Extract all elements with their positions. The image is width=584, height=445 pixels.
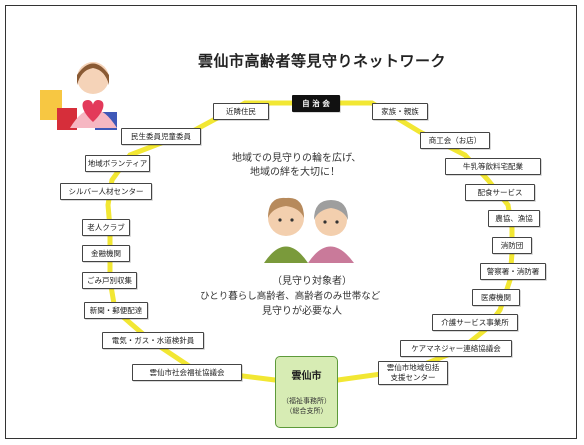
city-welfare-office: （福祉事務所） [282, 397, 331, 405]
node-newspaper-mail-delivery: 新聞・郵便配達 [84, 302, 148, 319]
node-fire-brigade: 消防団 [492, 237, 532, 254]
neighborhood-association-badge: 自 治 会 [292, 95, 340, 112]
node-local-volunteers: 地域ボランティア [85, 155, 150, 172]
target-heading: （見守り対象者） [272, 276, 352, 287]
message-line-2: 地域の絆を大切に！ [250, 167, 340, 178]
node-family: 家族・親族 [372, 103, 428, 120]
city-branch-office: （総合支所） [285, 407, 328, 415]
node-care-service-providers: 介護サービス事業所 [432, 314, 518, 331]
node-garbage-collection: ごみ戸別収集 [82, 272, 137, 289]
city-name: 雲仙市 [291, 371, 322, 382]
page-title: 雲仙市高齢者等見守りネットワーク [198, 52, 447, 70]
node-seniors-club: 老人クラブ [82, 219, 130, 236]
node-chamber-of-commerce: 商工会（お店） [420, 132, 490, 149]
target-line-1: ひとり暮らし高齢者、高齢者のみ世帯など [200, 291, 381, 302]
node-care-manager-council: ケアマネジャー連絡協議会 [400, 340, 512, 357]
caregiver-heart-illustration-icon [40, 62, 117, 130]
node-welfare-commissioners: 民生委員児童委員 [121, 128, 201, 145]
city-office-box: 雲仙市 （福祉事務所） （総合支所） [275, 356, 338, 428]
node-community-support-center: 雲仙市地域包括 支援センター [378, 361, 448, 385]
node-financial-institutions: 金融機関 [82, 245, 130, 262]
node-utility-meter-readers: 電気・ガス・水道検針員 [102, 332, 204, 349]
elderly-couple-illustration-icon [264, 197, 354, 263]
node-social-welfare-council: 雲仙市社会福祉協議会 [132, 364, 242, 381]
node-neighbors: 近隣住民 [213, 103, 269, 120]
node-meal-delivery: 配食サービス [465, 184, 535, 201]
node-milk-delivery: 牛乳等飲料宅配業 [445, 158, 541, 175]
target-line-2: 見守りが必要な人 [262, 306, 342, 317]
node-medical-institutions: 医療機関 [472, 289, 520, 306]
node-police-fire-stations: 警察署・消防署 [480, 263, 546, 280]
node-agri-fishery-coops: 農協、漁協 [488, 210, 540, 227]
message-line-1: 地域での見守りの輪を広げ、 [232, 153, 362, 164]
node-silver-human-resources: シルバー人材センター [60, 183, 152, 200]
